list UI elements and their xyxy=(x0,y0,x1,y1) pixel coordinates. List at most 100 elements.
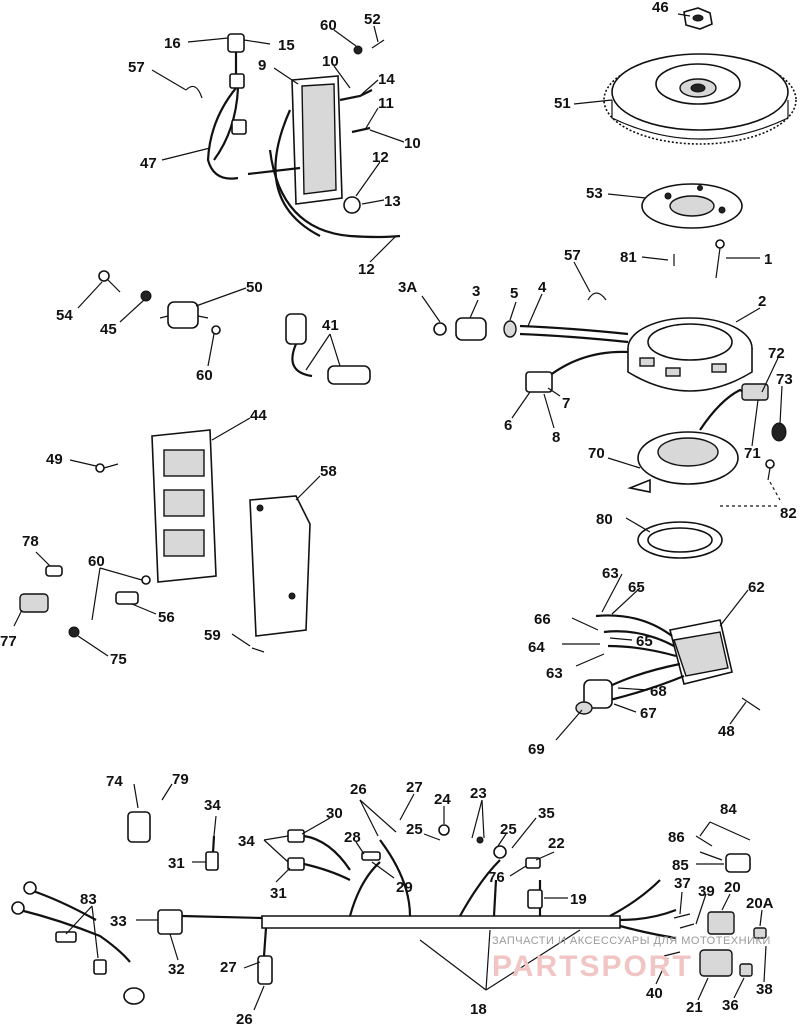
washer-60a xyxy=(353,45,363,55)
callout-56: 56 xyxy=(158,609,175,626)
screw-49 xyxy=(95,463,119,473)
cover-58 xyxy=(249,495,311,637)
bracket-44 xyxy=(151,429,217,583)
callout-28: 28 xyxy=(344,829,361,846)
callout-8: 8 xyxy=(552,429,560,446)
callout-72: 72 xyxy=(768,345,785,362)
callout-33: 33 xyxy=(110,913,127,930)
callout-81: 81 xyxy=(620,249,637,266)
callout-65a: 65 xyxy=(628,579,645,596)
callout-20: 20 xyxy=(724,879,741,896)
screw-48 xyxy=(741,697,761,711)
callout-49: 49 xyxy=(46,451,63,468)
callout-70: 70 xyxy=(588,445,605,462)
callout-15: 15 xyxy=(278,37,295,54)
cap-36 xyxy=(739,963,753,977)
connector-33 xyxy=(157,909,263,935)
callout-6: 6 xyxy=(504,417,512,434)
callout-23: 23 xyxy=(470,785,487,802)
callout-27b: 27 xyxy=(406,779,423,796)
nut-45 xyxy=(140,290,152,302)
fuse-76 xyxy=(525,857,541,869)
callout-14: 14 xyxy=(378,71,395,88)
callout-11: 11 xyxy=(378,95,394,112)
callout-40: 40 xyxy=(646,985,663,1002)
callout-32: 32 xyxy=(168,961,185,978)
flywheel xyxy=(603,53,797,145)
callout-10b: 10 xyxy=(404,135,421,152)
watermark-line-1: ЗАПЧАСТИ И АКСЕССУАРЫ ДЛЯ МОТОТЕХНИКИ xyxy=(492,935,771,947)
callout-67: 67 xyxy=(640,705,657,722)
callout-71: 71 xyxy=(744,445,761,462)
watermark-line-2: PARTSPORT xyxy=(492,950,693,983)
lead-26-27 xyxy=(257,927,273,985)
callout-30: 30 xyxy=(326,805,343,822)
callout-77: 77 xyxy=(0,633,17,650)
terminal-28 xyxy=(361,851,381,861)
callout-63b: 63 xyxy=(546,665,563,682)
callout-22: 22 xyxy=(548,835,565,852)
callout-62: 62 xyxy=(748,579,765,596)
callout-80: 80 xyxy=(596,511,613,528)
callout-86: 86 xyxy=(668,829,685,846)
callout-51: 51 xyxy=(554,95,571,112)
stator-leads xyxy=(519,324,629,393)
callout-29: 29 xyxy=(396,879,413,896)
rectifier-leads xyxy=(575,614,685,715)
callout-52: 52 xyxy=(364,11,381,28)
callout-16: 16 xyxy=(164,35,181,52)
stud-56 xyxy=(115,591,139,605)
connector-3 xyxy=(433,317,517,341)
callout-5: 5 xyxy=(510,285,518,302)
callout-69: 69 xyxy=(528,741,545,758)
callout-57a: 57 xyxy=(128,59,145,76)
callout-4: 4 xyxy=(538,279,547,296)
callout-1: 1 xyxy=(764,251,772,268)
callout-78: 78 xyxy=(22,533,39,550)
callout-19: 19 xyxy=(570,891,587,908)
callout-60a: 60 xyxy=(320,17,337,34)
screw-52 xyxy=(371,39,385,49)
terminals-30-31 xyxy=(287,829,351,881)
pin-40 xyxy=(663,951,681,957)
callout-37: 37 xyxy=(674,875,691,892)
callout-79: 79 xyxy=(172,771,189,788)
connector-21 xyxy=(699,949,733,977)
callout-82: 82 xyxy=(780,505,797,522)
callout-73: 73 xyxy=(776,371,793,388)
leader-lines xyxy=(13,13,783,1011)
callout-54: 54 xyxy=(56,307,73,324)
callout-39: 39 xyxy=(698,883,715,900)
callout-25b: 25 xyxy=(500,821,517,838)
rectifier-62 xyxy=(669,619,733,685)
ignition-stator xyxy=(627,317,753,392)
callout-34a: 34 xyxy=(204,797,221,814)
coil-50 xyxy=(159,301,209,329)
callout-12a: 12 xyxy=(372,149,389,166)
battery-cables-83 xyxy=(11,881,145,1005)
callout-7: 7 xyxy=(562,395,570,412)
callout-47: 47 xyxy=(140,155,157,172)
callout-3: 3 xyxy=(472,283,480,300)
callout-57b: 57 xyxy=(564,247,581,264)
screw-82 xyxy=(720,459,781,507)
callout-25a: 25 xyxy=(406,821,423,838)
callout-48: 48 xyxy=(718,723,735,740)
callout-64: 64 xyxy=(528,639,545,656)
callout-41: 41 xyxy=(322,317,339,334)
washer-60c xyxy=(141,575,151,585)
clip-20A xyxy=(753,927,767,939)
screw-1 xyxy=(715,239,725,279)
callout-74: 74 xyxy=(106,773,123,790)
screw-54 xyxy=(98,270,121,293)
spark-plug-boot-41 xyxy=(285,313,371,385)
wiring-harness-18 xyxy=(261,839,677,940)
clip-57a xyxy=(185,85,203,99)
nut-60b xyxy=(211,325,221,335)
clip-78 xyxy=(45,565,63,577)
callout-31a: 31 xyxy=(168,855,185,872)
callout-60b: 60 xyxy=(196,367,213,384)
ring-terminals-24-25 xyxy=(438,824,507,859)
lead-11 xyxy=(351,126,371,134)
callout-26a: 26 xyxy=(236,1011,253,1025)
